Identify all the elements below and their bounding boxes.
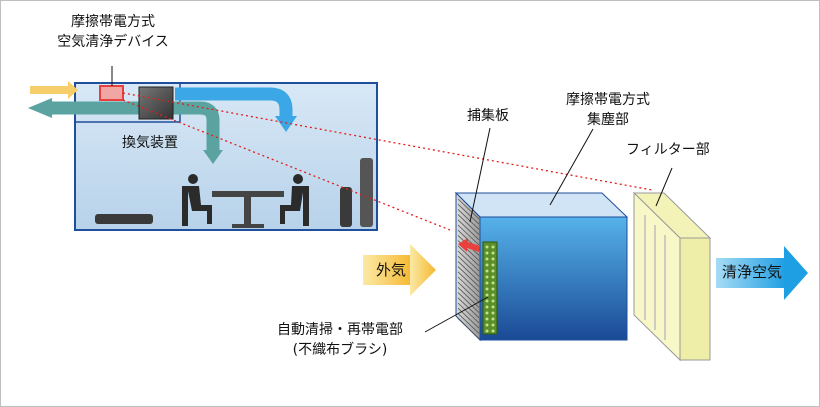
filter-unit — [632, 191, 712, 362]
clean-air-arrow — [716, 246, 808, 300]
brush-label-line1: 自動清掃・再帯電部 — [277, 322, 403, 338]
clean-air-label: 清浄空気 — [722, 263, 783, 281]
collector-label-line1: 摩擦帯電方式 — [566, 92, 650, 108]
ventilation-label: 換気装置 — [122, 135, 178, 151]
brush-label-line2: (不織布ブラシ) — [292, 342, 388, 358]
filter-label: フィルター部 — [626, 142, 710, 158]
collector-plate-label: 捕集板 — [467, 108, 509, 124]
brush — [482, 241, 498, 335]
outside-air-arrow — [363, 244, 436, 296]
ventilation-unit — [138, 86, 174, 120]
brush-motion-arrow — [458, 238, 480, 252]
outside-air-label: 外気 — [376, 261, 407, 279]
supply-duct — [175, 87, 297, 132]
collector-box — [454, 191, 629, 342]
leader-lines — [424, 127, 673, 333]
zoom-lines — [122, 92, 653, 231]
device-title-line2: 空気清浄デバイス — [57, 34, 169, 50]
collector-plates — [457, 198, 480, 339]
exhaust-duct — [28, 98, 223, 164]
device-title-line1: 摩擦帯電方式 — [71, 14, 155, 30]
friction-device — [99, 85, 124, 101]
collector-label-line2: 集塵部 — [587, 112, 629, 128]
room-furniture — [95, 158, 373, 228]
room-intake-arrow — [30, 81, 78, 99]
